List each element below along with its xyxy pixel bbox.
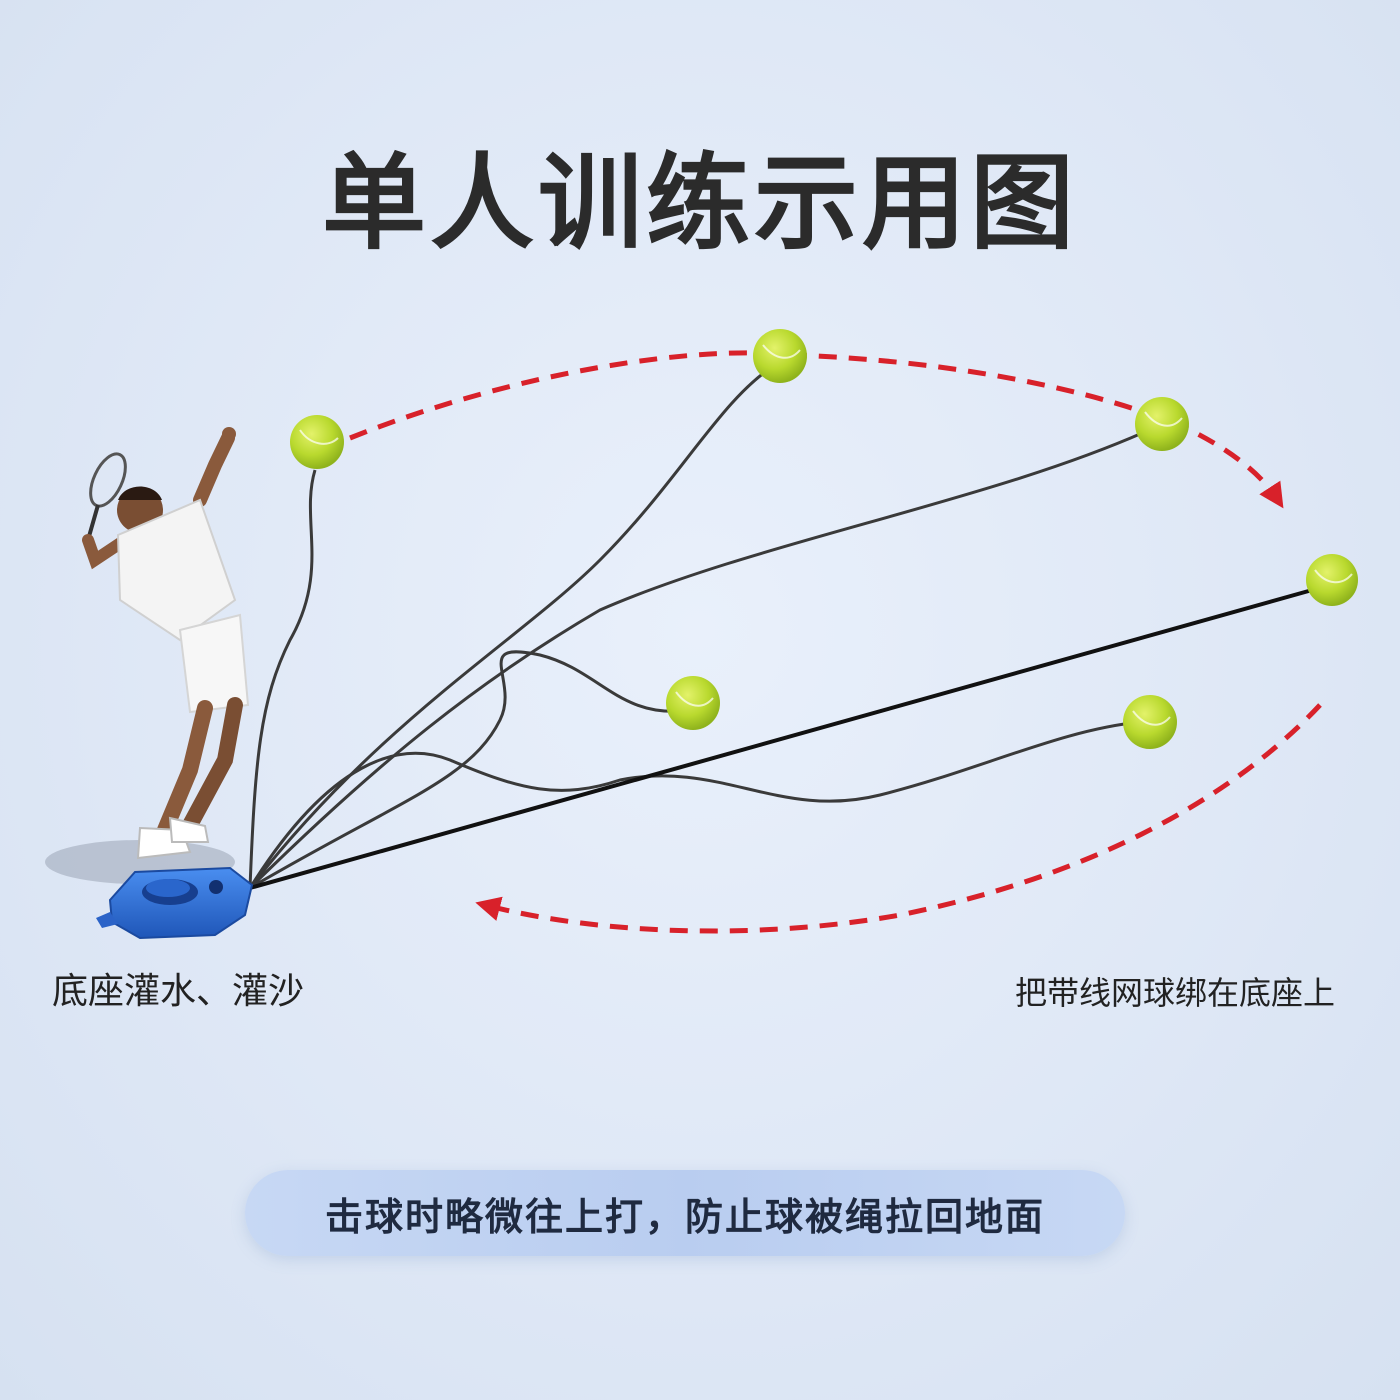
page-title: 单人训练示用图	[321, 142, 1078, 264]
string-4	[249, 650, 691, 890]
tip-banner: 击球时略微往上打，防止球被绳拉回地面	[245, 1170, 1125, 1256]
tennis-ball-2	[753, 329, 807, 383]
string-2	[248, 363, 776, 889]
training-base	[96, 866, 254, 940]
tennis-ball-6	[1123, 695, 1177, 749]
base-caption: 底座灌水、灌沙	[52, 971, 305, 1012]
string-5	[248, 720, 1141, 889]
ball-strings	[248, 363, 1331, 890]
tennis-ball-5	[666, 676, 720, 730]
arrow-bottom	[475, 703, 1322, 934]
tennis-player	[82, 427, 250, 860]
arrow-top	[349, 350, 1284, 509]
tennis-ball-4	[1306, 554, 1358, 606]
tip-text: 击球时略微往上打，防止球被绳拉回地面	[324, 1194, 1045, 1239]
string-6	[249, 583, 1331, 890]
string-1	[248, 469, 317, 889]
tennis-balls	[290, 329, 1358, 749]
ball-caption: 把带线网球绑在底座上	[1015, 974, 1336, 1012]
string-3	[248, 423, 1161, 890]
